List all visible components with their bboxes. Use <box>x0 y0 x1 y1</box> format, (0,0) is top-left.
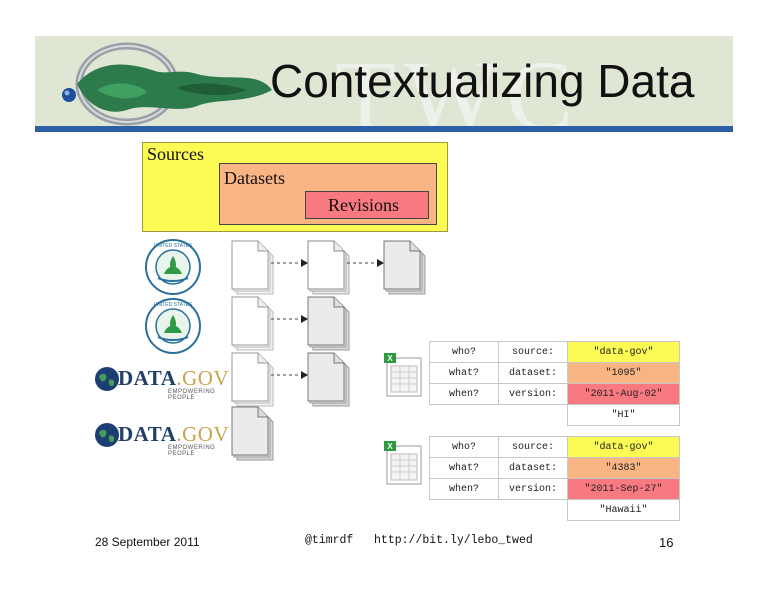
question-cell: who? <box>429 341 499 363</box>
datagov-suffix: .GOV <box>176 422 230 446</box>
key-cell: version: <box>498 478 568 500</box>
svg-text:X: X <box>387 442 393 451</box>
svg-text:X: X <box>387 354 393 363</box>
datagov-logo: DATA.GOV EMPOWERING PEOPLE <box>94 364 230 401</box>
document-stack-icon <box>307 296 351 352</box>
page-number: 16 <box>659 535 674 550</box>
value-cell: "2011-Aug-02" <box>567 383 680 405</box>
table-row: "Hawaii" <box>430 499 680 521</box>
document-stack-icon <box>307 240 351 296</box>
document-stack-icon <box>231 352 275 408</box>
revisions-label: Revisions <box>328 195 400 215</box>
document-stack-icon <box>231 406 275 462</box>
datasets-label: Datasets <box>224 168 285 188</box>
svg-text:UNITED STATES: UNITED STATES <box>154 243 193 249</box>
question-cell: what? <box>429 362 499 384</box>
question-cell: what? <box>429 457 499 479</box>
document-stack-icon <box>307 352 351 408</box>
slide-header: TWC Contextualizing Data <box>35 36 733 146</box>
key-cell: dataset: <box>498 362 568 384</box>
table-row: when? version: "2011-Sep-27" <box>429 478 680 500</box>
metadata-table: who? source: "data-gov" what? dataset: "… <box>429 436 680 521</box>
document-stack-icon <box>383 240 427 296</box>
datagov-main-text: DATA <box>118 366 177 390</box>
metadata-table: who? source: "data-gov" what? dataset: "… <box>429 341 680 426</box>
globe-logo-icon <box>62 42 272 126</box>
datagov-logo: DATA.GOV EMPOWERING PEOPLE <box>94 420 230 457</box>
value-cell: "HI" <box>567 404 680 426</box>
footer-date: 28 September 2011 <box>95 535 200 549</box>
key-cell: source: <box>498 341 568 363</box>
question-cell: who? <box>429 436 499 458</box>
document-stack-icon <box>231 296 275 352</box>
globe-icon <box>95 367 119 391</box>
table-row: what? dataset: "4383" <box>429 457 680 479</box>
question-cell: when? <box>429 478 499 500</box>
arrow-icon <box>271 259 308 267</box>
footer-credits: @timrdf http://bit.ly/lebo_twed <box>305 534 533 547</box>
document-stack-icon <box>231 240 275 296</box>
value-cell: "Hawaii" <box>567 499 680 521</box>
value-cell: "2011-Sep-27" <box>567 478 680 500</box>
sources-label: Sources <box>147 144 204 164</box>
value-cell: "data-gov" <box>567 436 680 458</box>
datagov-suffix: .GOV <box>176 366 230 390</box>
table-row: "HI" <box>430 404 680 426</box>
arrow-icon <box>271 315 308 323</box>
arrow-icon <box>271 371 308 379</box>
header-divider <box>35 126 733 132</box>
spreadsheet-icon: X <box>384 353 422 397</box>
spreadsheet-icon: X <box>384 441 422 485</box>
footer-link[interactable]: http://bit.ly/lebo_twed <box>374 534 533 547</box>
value-cell: "1095" <box>567 362 680 384</box>
epa-seal-icon: UNITED STATES <box>145 298 201 354</box>
revisions-box: Revisions <box>305 191 429 219</box>
table-row: when? version: "2011-Aug-02" <box>429 383 680 405</box>
globe-icon <box>95 423 119 447</box>
table-row: who? source: "data-gov" <box>429 436 680 458</box>
datagov-tagline: EMPOWERING PEOPLE <box>168 445 216 457</box>
key-cell: version: <box>498 383 568 405</box>
footer-handle: @timrdf <box>305 534 354 547</box>
datagov-main-text: DATA <box>118 422 177 446</box>
table-row: who? source: "data-gov" <box>429 341 680 363</box>
epa-seal-icon: UNITED STATES <box>145 239 201 295</box>
value-cell: "4383" <box>567 457 680 479</box>
question-cell: when? <box>429 383 499 405</box>
key-cell: source: <box>498 436 568 458</box>
arrow-icon <box>347 259 384 267</box>
svg-text:UNITED STATES: UNITED STATES <box>154 302 193 308</box>
key-cell: dataset: <box>498 457 568 479</box>
datagov-tagline: EMPOWERING PEOPLE <box>168 389 216 401</box>
slide-title: Contextualizing Data <box>270 55 695 107</box>
table-row: what? dataset: "1095" <box>429 362 680 384</box>
value-cell: "data-gov" <box>567 341 680 363</box>
